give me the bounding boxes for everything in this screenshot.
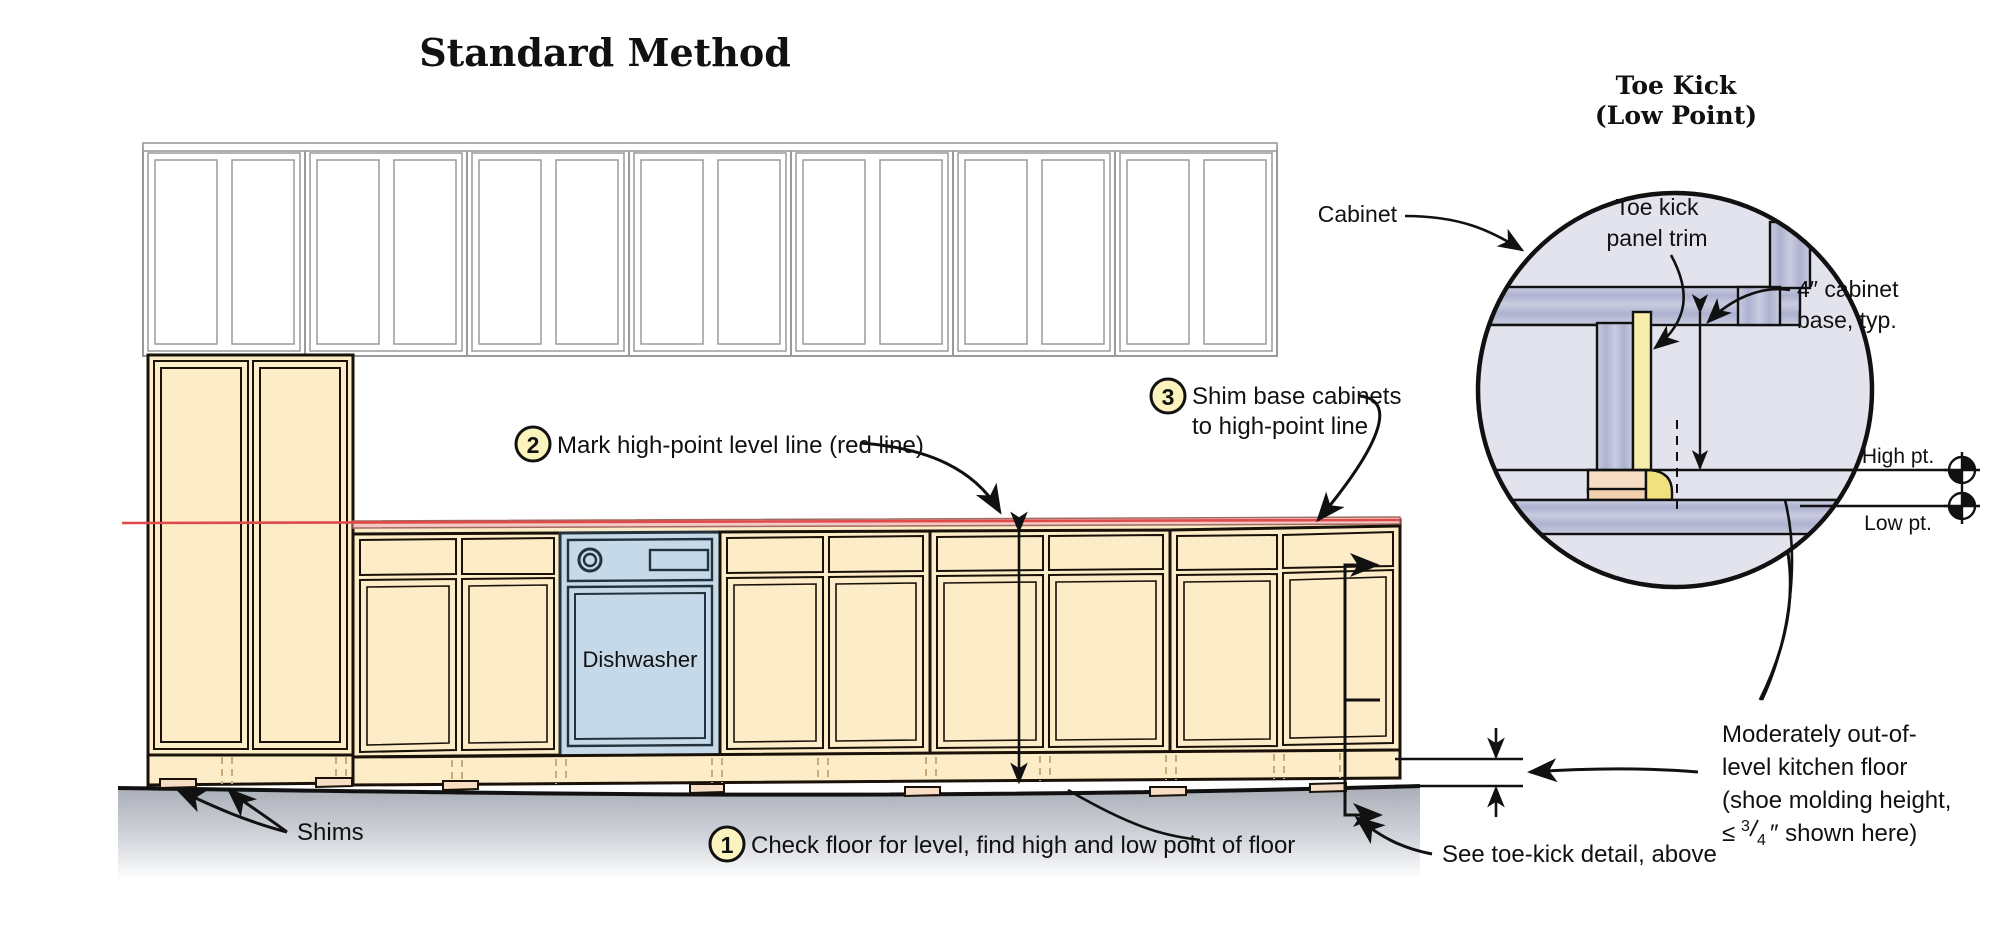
floor-note-line4-prefix: ≤	[1722, 820, 1735, 847]
dishwasher-label: Dishwasher	[583, 647, 698, 672]
low-point-label: Low pt.	[1864, 512, 1932, 535]
shim	[1309, 781, 1347, 794]
high-point-marker: High pt.	[1800, 445, 1980, 488]
shim	[315, 777, 353, 789]
detail-title-line1: Toe Kick	[1616, 71, 1737, 100]
detail-circle-border	[1475, 190, 1875, 590]
toe-kick-trim-line2: panel trim	[1607, 225, 1708, 251]
cabinet-label-callout: Cabinet	[1318, 201, 1525, 252]
shim	[904, 786, 941, 798]
callout-3: 3 Shim base cabinets to high-point line	[1149, 377, 1401, 523]
callout-3-text-line2: to high-point line	[1192, 413, 1368, 440]
floor-note-callout: Moderately out-of- level kitchen floor (…	[1527, 519, 1951, 849]
see-toe-kick-callout: See toe-kick detail, above	[1354, 816, 1717, 868]
shims-callout: Shims	[175, 787, 364, 846]
callout-2-leader	[859, 441, 1002, 515]
shim	[1149, 786, 1187, 798]
cabinet-base-dimension-callout: 4″ cabinet base, typ.	[1706, 276, 1899, 333]
high-point-datum-icon	[1944, 452, 1980, 488]
callout-1-text: Check floor for level, find high and low…	[751, 832, 1295, 859]
detail-title-line2: (Low Point)	[1595, 101, 1757, 130]
cabinet-label: Cabinet	[1318, 201, 1398, 227]
high-point-label: High pt.	[1862, 445, 1934, 468]
high-point-level-line	[121, 518, 1401, 525]
floor-line	[117, 784, 1421, 797]
toe-kick-stile	[1595, 321, 1635, 495]
base-dim-line2: base, typ.	[1797, 307, 1897, 333]
dishwasher-display-icon	[648, 548, 710, 572]
callout-1-number: 1	[721, 832, 734, 858]
shim	[442, 780, 479, 792]
floor-note-line2: level kitchen floor	[1722, 754, 1907, 781]
floor-note-line4-suffix: ″ shown here)	[1770, 820, 1917, 847]
floor-note-fraction-numerator: 3	[1741, 818, 1750, 835]
callout-1: 1 Check floor for level, find high and l…	[708, 788, 1295, 863]
toe-kick-trim-line1: Toe kick	[1615, 194, 1699, 220]
callout-2: 2 Mark high-point level line (red line)	[514, 425, 1002, 515]
floor-shading	[118, 786, 1420, 880]
shims-label: Shims	[297, 819, 364, 846]
base-cabinets: Dishwasher	[351, 516, 1402, 787]
low-point-marker: Low pt.	[1800, 488, 1980, 535]
low-point-datum-icon	[1944, 488, 1980, 524]
callout-3-leader	[1316, 394, 1382, 523]
callout-3-text-line1: Shim base cabinets	[1192, 383, 1401, 410]
callout-3-badge	[1149, 377, 1187, 415]
toe-kick-upper-pointer	[1343, 553, 1380, 702]
toe-kick-trim-callout: Toe kick panel trim	[1607, 194, 1708, 350]
callout-2-badge	[514, 425, 552, 463]
shim	[159, 778, 197, 790]
floor-note-fraction-denominator: 4	[1757, 832, 1766, 849]
toe-kick-panel-trim	[1631, 310, 1653, 496]
detail-to-floor-note-leader	[1760, 499, 1794, 701]
tall-cabinets	[146, 353, 355, 787]
floor-note-line3: (shoe molding height,	[1722, 787, 1951, 814]
callout-2-text: Mark high-point level line (red line)	[557, 432, 924, 459]
toe-kick-pointer-group	[1343, 553, 1383, 827]
callout-3-number: 3	[1162, 384, 1175, 410]
page-title: Standard Method	[419, 30, 791, 75]
floor-note-line1: Moderately out-of-	[1722, 721, 1917, 748]
base-dim-line1: 4″ cabinet	[1797, 276, 1899, 302]
floor-note-line4: ≤ 3 4 ″ shown here)	[1722, 818, 1917, 849]
callout-1-badge	[708, 825, 746, 863]
shoe-molding-dimension	[1395, 728, 1523, 817]
wall-cabinets	[142, 142, 1278, 357]
see-toe-kick-label: See toe-kick detail, above	[1442, 841, 1717, 868]
toe-kick-lower-pointer	[1343, 700, 1383, 827]
shim	[689, 783, 725, 795]
callout-2-number: 2	[527, 432, 540, 458]
